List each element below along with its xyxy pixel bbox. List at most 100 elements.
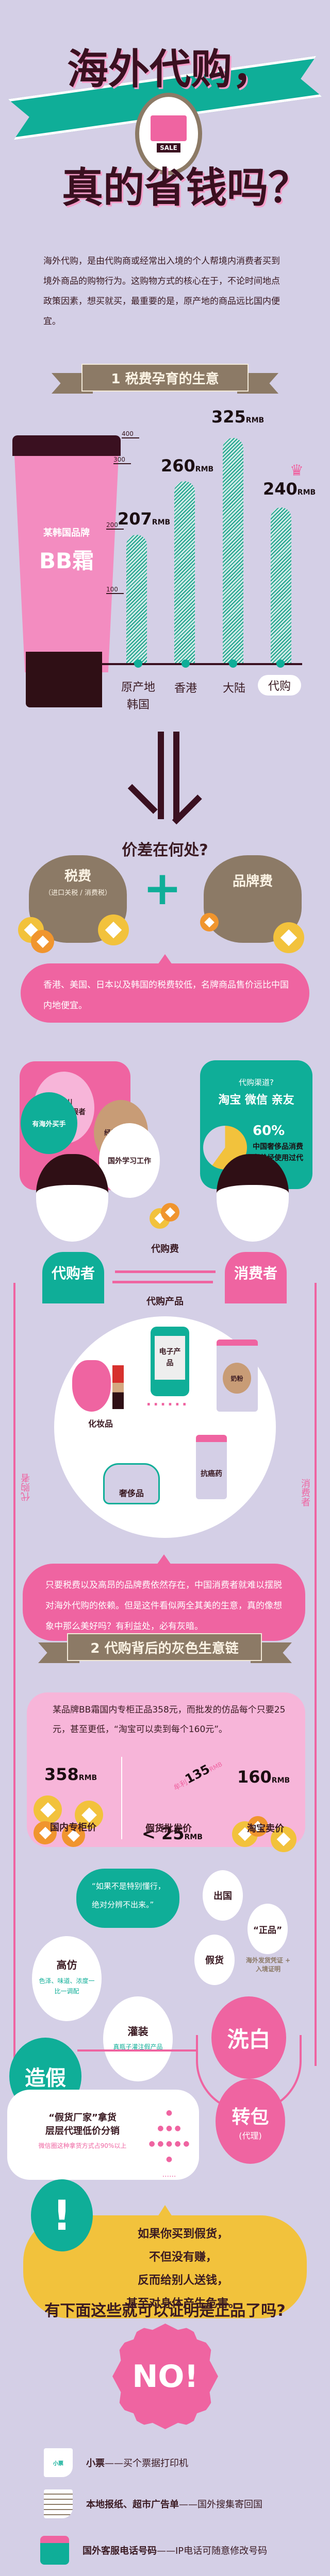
question-price-gap: 价差在何处? — [122, 841, 208, 859]
channels-list: 淘宝 微信 亲友 — [218, 1094, 294, 1107]
fee-label: 代购费 — [151, 1244, 179, 1255]
warning-line2: 不但没有赚， — [148, 2251, 217, 2264]
intro-paragraph: 海外代购，是由代购商或经常出入境的个人帮境内消费者买到境外商品的购物行为。这购物… — [43, 256, 280, 327]
bag-tax-title: 税费 — [64, 869, 91, 884]
coin-icon — [200, 913, 219, 931]
quote-bubble: “如果不是特别懂行，绝对分辨不出来。” — [76, 1869, 179, 1928]
axis-dot — [182, 659, 190, 668]
exclamation-icon: ! — [31, 2179, 93, 2251]
consumer-label: 消费者 — [225, 1252, 287, 1303]
label-counter: 国内专柜价 — [50, 1822, 96, 1833]
coin-icon — [34, 1795, 62, 1824]
price-divider — [121, 1757, 122, 1839]
bar-origin — [126, 535, 147, 664]
section2-ribbon: 2 代购背后的灰色生意链 — [0, 1633, 330, 1664]
gift-box-icon — [151, 115, 187, 141]
coin-icon — [248, 1816, 268, 1837]
bar-hongkong — [174, 481, 195, 664]
perfume-icon — [72, 1360, 111, 1412]
dependency-bubble: 只要税费以及高昂的品牌费依然存在，中国消费者就难以摆脱对海外代购的依赖。但是这件… — [23, 1554, 305, 1641]
coin-icon — [98, 914, 129, 945]
wash-node-fake: 假货 — [194, 1935, 235, 1985]
receipt-icon: 小票 — [44, 2448, 73, 2477]
goods-cosmetics: 化妆品 — [88, 1419, 113, 1429]
warning-line4: 甚至对身体产生危害。 — [126, 2297, 240, 2310]
phone-icon: 电子产品 — [151, 1327, 189, 1396]
section1-ribbon: 1 税费孕育的生意 — [0, 364, 330, 395]
page-title-line1: 海外代购， — [67, 45, 273, 93]
tick-400: 400 — [122, 430, 139, 438]
wash-proof: 海外发货凭证 + 入境证明 — [245, 1957, 291, 1973]
section2-title: 2 代购背后的灰色生意链 — [67, 1633, 262, 1661]
sale-tag: SALE — [157, 143, 180, 152]
tick-100: 100 — [106, 586, 124, 594]
warning-line1: 如果你买到假货， — [137, 2228, 228, 2241]
coin-icon — [31, 930, 54, 953]
loop-line-right — [315, 1283, 317, 2066]
bag-brand-title: 品牌费 — [232, 874, 273, 889]
wash-node-genuine: “正品” — [248, 1904, 288, 1954]
fake-to-resale-arrow — [77, 2049, 196, 2052]
product-brand: 某韩国品牌 — [43, 528, 90, 538]
proof-receipt: 小票 小票——买个票据打印机 — [44, 2447, 188, 2478]
wash-node-abroad: 出国 — [203, 1870, 243, 1921]
label-mainland: 大陆 — [222, 682, 245, 695]
coin-icon — [271, 1826, 296, 1852]
product-label: 代购产品 — [146, 1296, 184, 1307]
value-mainland: 325RMB — [211, 407, 265, 427]
proof-question: 有下面这些就可以证明是正品了吗? — [44, 2302, 286, 2320]
agent-label: 代购者 — [42, 1252, 104, 1303]
goods-electronics: 电子产品 — [155, 1336, 185, 1380]
price-counter: 358RMB — [44, 1765, 97, 1784]
goods-luxury: 奢侈品 — [119, 1488, 144, 1498]
chart-axis — [101, 663, 302, 665]
axis-dot — [134, 659, 142, 668]
pie-pct: 60% — [253, 1123, 285, 1139]
resale-box: “假货厂家”拿货 层层代理低价分销 微信圈这种拿货方式占90%以上 ●● ● ●… — [7, 2090, 199, 2180]
label-daigou: 代购 — [258, 675, 301, 696]
section1-title: 1 税费孕育的生意 — [81, 364, 249, 392]
label-hongkong: 香港 — [174, 682, 197, 695]
goods-dots: ...... — [146, 1394, 189, 1409]
side-label-agent: 代购者 — [21, 1473, 31, 1501]
value-hongkong: 260RMB — [161, 456, 214, 476]
handbag-icon — [103, 1463, 160, 1504]
consumer-avatar — [217, 1154, 289, 1242]
coin-icon — [161, 1203, 179, 1222]
price-taobao: 160RMB — [237, 1767, 290, 1787]
proof-phone: 国外客服电话号码——IP电话可随意修改号码 — [40, 2535, 267, 2566]
fake-refill: 灌装 真瓶子灌注假产品 — [103, 1996, 173, 2081]
source-overseas-buyer: 有海外买手 — [21, 1092, 77, 1154]
page-title-line2: 真的省钱吗？ — [62, 164, 309, 212]
side-label-consumer: 消费者 — [300, 1479, 310, 1506]
price-compare-intro: 某品牌BB霜国内专柜正品358元，而批发的仿品每个只要25元，甚至更低，“淘宝可… — [53, 1705, 286, 1735]
goods-cancer-drug: 抗癌药 — [201, 1470, 222, 1478]
bar-daigou — [271, 507, 291, 664]
label-taobao: 淘宝卖价 — [247, 1823, 284, 1834]
warning-line3: 反而给别人送钱， — [137, 2274, 228, 2287]
product-name: BB霜 — [39, 548, 94, 573]
tick-300: 300 — [113, 456, 131, 464]
tick-200: 200 — [106, 521, 124, 530]
resale-hub: 转包 (代理) — [216, 2079, 285, 2164]
source-study-work-abroad: 国外学习工作 — [99, 1123, 160, 1198]
value-origin: 207RMB — [118, 509, 171, 529]
goods-milk-powder: 奶粉 — [223, 1363, 251, 1394]
exchange-arrows-icon — [112, 1267, 216, 1288]
value-daigou: 240RMB — [263, 479, 316, 499]
proof-newspaper: 本地报纸、超市广告单——国外搜集寄回国 — [44, 2488, 262, 2519]
no-badge: NO! — [112, 2324, 218, 2429]
lipstick-icon — [112, 1365, 124, 1409]
axis-dot — [229, 659, 237, 668]
channels-question: 代购渠道? — [239, 1078, 274, 1087]
coin-icon — [75, 1801, 103, 1829]
bag-tax-sub: （进口关税 / 消费税） — [44, 889, 111, 897]
double-arrow-down-icon — [126, 732, 203, 825]
loop-line-left — [13, 1283, 15, 2066]
tube-cap — [26, 652, 102, 707]
newspaper-icon — [44, 2489, 73, 2518]
fake-high-copy: 高仿 色泽、味道、浓度一比一调配 — [32, 1936, 102, 2021]
pyramid-people-icon: ●● ● ●● ● ● ● ● ●...... — [145, 2105, 193, 2179]
telephone-icon — [40, 2536, 69, 2565]
label-fake: 假货批发价 — [145, 1823, 192, 1834]
